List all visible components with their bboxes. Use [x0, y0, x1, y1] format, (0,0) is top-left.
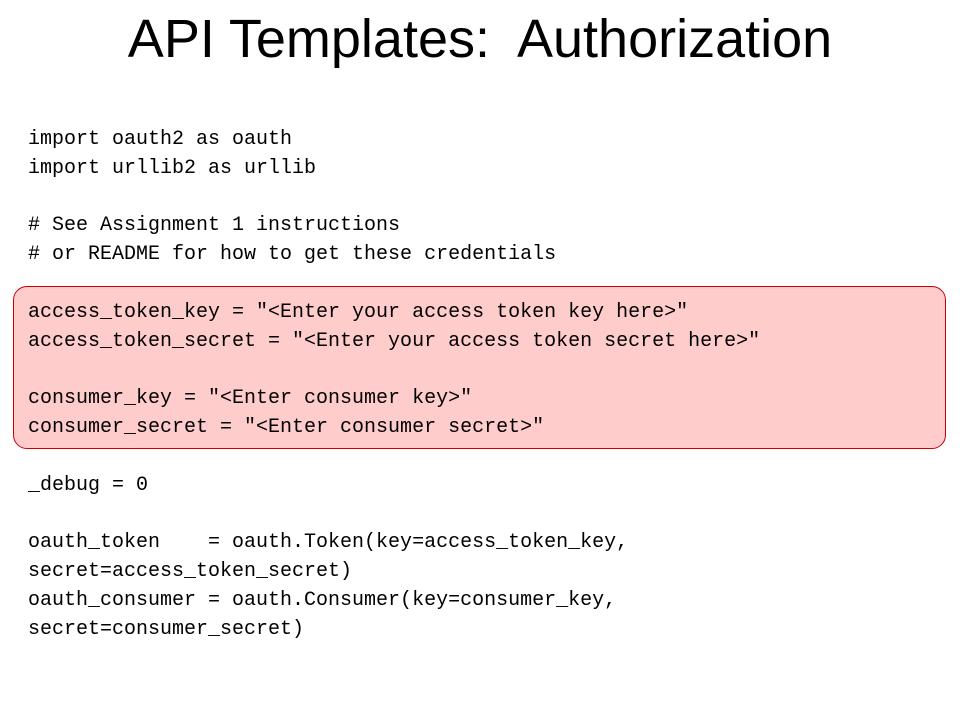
- code-comment: # See Assignment 1 instructions: [28, 214, 401, 238]
- credentials-highlight: [13, 286, 946, 449]
- code-line: [28, 184, 948, 213]
- code-line: [28, 270, 948, 299]
- code-block: import oauth2 as oauth import urllib2 as…: [28, 126, 948, 644]
- consumer-key-line: consumer_key = "<Enter consumer key>": [28, 387, 473, 411]
- slide-title: API Templates: Authorization: [127, 9, 833, 69]
- code-comment: # or README for how to get these credent…: [28, 243, 557, 267]
- debug-line: _debug = 0: [28, 473, 149, 497]
- code-line: [28, 500, 948, 529]
- consumer-secret-line: consumer_secret = "<Enter consumer secre…: [28, 415, 545, 439]
- oauth-consumer-line-continued: secret=consumer_secret): [28, 617, 305, 641]
- code-line: import oauth2 as oauth: [28, 128, 293, 151]
- code-line: [28, 356, 948, 385]
- code-line: [28, 443, 948, 472]
- access-token-key-line: access_token_key = "<Enter your access t…: [28, 300, 689, 324]
- oauth-token-line-continued: secret=access_token_secret): [28, 559, 353, 583]
- access-token-secret-line: access_token_secret = "<Enter your acces…: [28, 329, 761, 353]
- oauth-token-line: oauth_token = oauth.Token(key=access_tok…: [28, 531, 629, 555]
- code-line: import urllib2 as urllib: [28, 156, 317, 180]
- oauth-consumer-line: oauth_consumer = oauth.Consumer(key=cons…: [28, 588, 617, 612]
